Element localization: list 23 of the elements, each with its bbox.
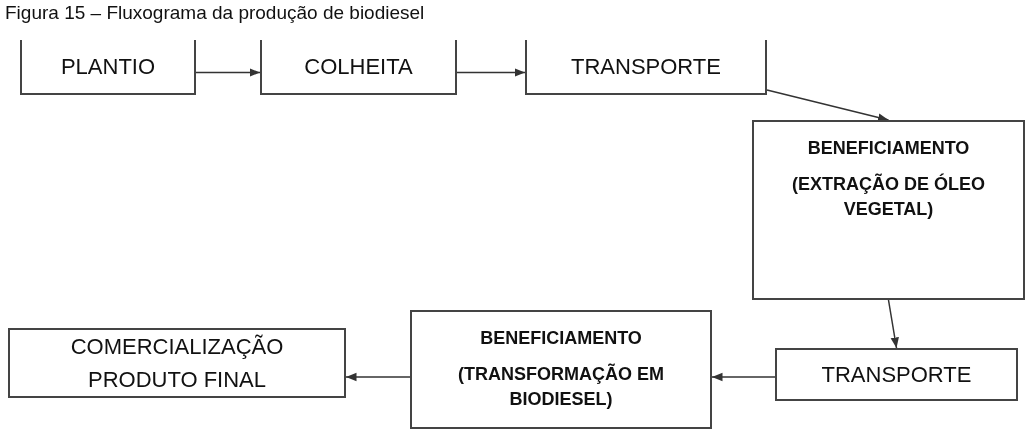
box-label: PLANTIO [60, 53, 156, 81]
process-box [8, 328, 346, 398]
arrow [456, 68, 526, 77]
process-box [20, 40, 196, 95]
process-box [410, 310, 712, 429]
box-label: COLHEITA [304, 53, 413, 81]
process-box [260, 40, 457, 95]
arrow [345, 372, 411, 382]
arrow [195, 68, 261, 77]
process-box [525, 40, 767, 95]
figure-title: Figura 15 – Fluxograma da produção de biodiesel [5, 2, 425, 24]
arrow [887, 299, 899, 349]
box-heading: BENEFICIAMENTO [807, 137, 970, 160]
box-label: COMERCIALIZAÇÃO PRODUTO FINAL [69, 333, 285, 394]
box-label: TRANSPORTE [571, 53, 721, 81]
box-label: (TRANSFORMAÇÃO EM BIODIESEL) [457, 362, 665, 411]
process-box [775, 348, 1018, 401]
box-label: (EXTRAÇÃO DE ÓLEO VEGETAL) [791, 172, 986, 221]
arrow [766, 89, 890, 122]
box-label: TRANSPORTE [821, 361, 972, 389]
arrow [711, 372, 776, 382]
process-box [752, 120, 1025, 300]
box-heading: BENEFICIAMENTO [480, 327, 642, 350]
